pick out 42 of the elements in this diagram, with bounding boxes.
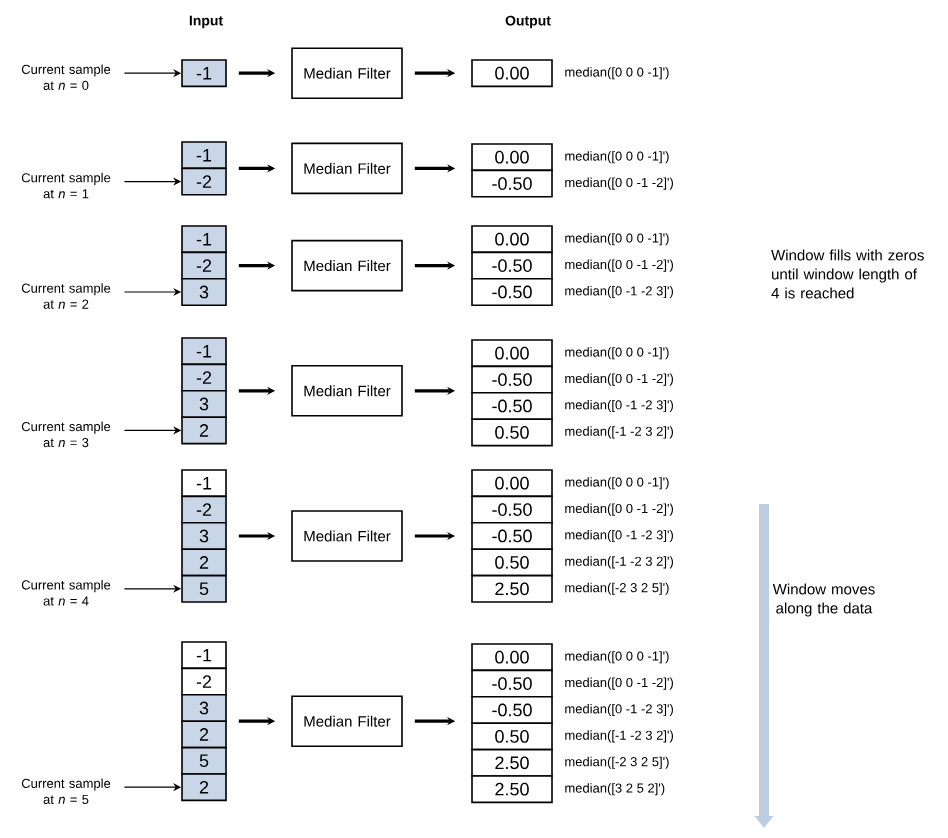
output-cell: -0.50	[471, 522, 553, 550]
output-cell: 0.00	[471, 225, 553, 254]
sample-cell: 2	[181, 548, 227, 577]
output-cell: 0.50	[471, 722, 553, 751]
output-cell: 2.50	[471, 748, 553, 777]
output-cell: 2.50	[471, 574, 553, 603]
output-cell: 0.00	[471, 469, 553, 498]
output-cell: -0.50	[471, 669, 553, 698]
sample-cell: -2	[181, 495, 227, 524]
sample-cell: 3	[181, 390, 227, 418]
sample-cell: 3	[181, 277, 227, 306]
output-cell: -0.50	[471, 277, 553, 306]
sample-cell: -2	[181, 363, 227, 392]
sample-cell: -1	[181, 641, 227, 670]
sample-cell: -1	[181, 337, 227, 366]
output-cell: -0.50	[471, 392, 553, 420]
sample-cell: -1	[181, 469, 227, 498]
output-cell: -0.50	[471, 495, 553, 524]
sample-cell: -1	[181, 59, 227, 88]
output-cell: -0.50	[471, 169, 553, 198]
sample-cell: 2	[181, 416, 227, 445]
sample-cell: 3	[181, 694, 227, 722]
sample-cell: -2	[181, 167, 227, 196]
sample-cell: -2	[181, 251, 227, 280]
sample-cell: 2	[181, 720, 227, 749]
output-cell: -0.50	[471, 696, 553, 724]
sample-cell: 2	[181, 773, 227, 802]
output-cell: 0.00	[471, 339, 553, 368]
output-cell: 2.50	[471, 775, 553, 804]
sample-cell: 5	[181, 574, 227, 603]
output-cell: 0.00	[471, 143, 553, 172]
output-cell: -0.50	[471, 365, 553, 394]
sample-cell: -1	[181, 141, 227, 170]
output-cell: 0.00	[471, 59, 553, 88]
output-cell: 0.50	[471, 548, 553, 577]
sample-cell: -2	[181, 667, 227, 696]
output-cell: 0.50	[471, 418, 553, 447]
output-cell: 0.00	[471, 643, 553, 672]
sample-cell: 5	[181, 746, 227, 775]
sample-cell: -1	[181, 225, 227, 254]
sample-cell: 3	[181, 522, 227, 550]
output-cell: -0.50	[471, 251, 553, 280]
